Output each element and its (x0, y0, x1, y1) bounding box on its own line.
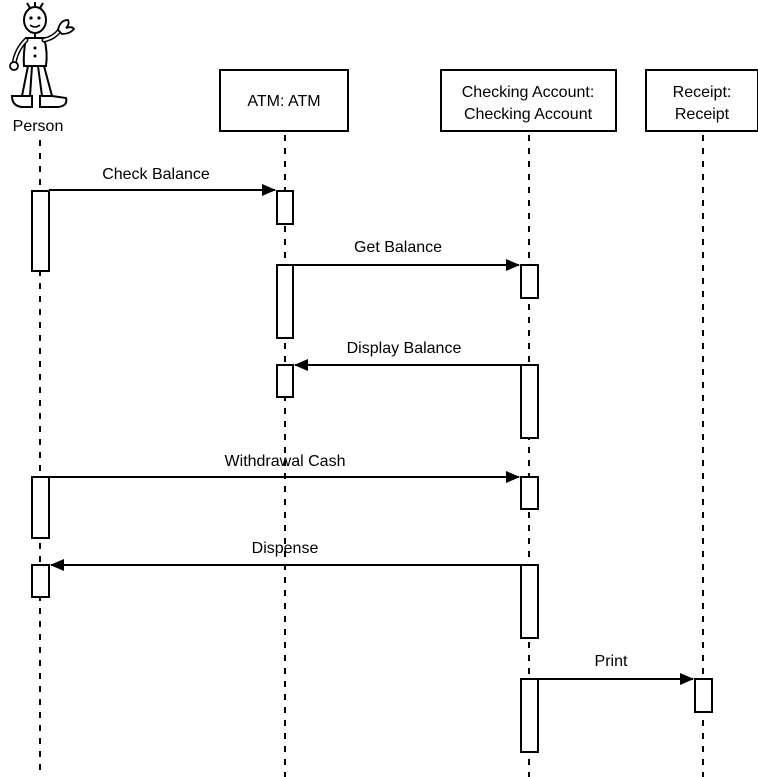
activation-receipt-1 (694, 678, 713, 713)
participant-checking-account: Checking Account: Checking Account (440, 69, 617, 132)
activation-atm-1 (276, 190, 294, 225)
activation-person-2 (31, 476, 50, 539)
message-get-balance: Get Balance (293, 239, 520, 271)
activation-checking-4 (520, 564, 539, 639)
stick-figure-person-icon (9, 2, 76, 108)
participant-box-atm (219, 69, 349, 132)
message-display-balance: Display Balance (294, 340, 521, 371)
activation-checking-1 (520, 264, 539, 299)
participant-box-receipt (645, 69, 758, 132)
message-label-get-balance: Get Balance (354, 239, 442, 256)
message-withdrawal-cash: Withdrawal Cash (49, 453, 520, 483)
participant-label-atm: ATM: ATM (247, 93, 320, 110)
message-label-check-balance: Check Balance (102, 166, 210, 183)
message-label-dispense: Dispense (252, 540, 319, 557)
message-label-display-balance: Display Balance (347, 340, 462, 357)
participant-receipt: Receipt: Receipt (645, 69, 758, 132)
participant-label-receipt-line1: Receipt: (673, 84, 732, 101)
actor-label-person: Person (13, 118, 64, 135)
activation-person-3 (31, 564, 50, 598)
activation-person-1 (31, 190, 50, 272)
participant-label-checking-account-line2: Checking Account (464, 106, 593, 123)
participant-atm: ATM: ATM (219, 69, 349, 132)
activation-checking-2 (520, 364, 539, 439)
participant-label-receipt-line2: Receipt (675, 106, 730, 123)
activation-atm-2 (276, 264, 294, 339)
activation-checking-3 (520, 476, 539, 510)
message-label-print: Print (595, 653, 628, 670)
activation-checking-5 (520, 678, 539, 753)
participant-label-checking-account-line1: Checking Account: (462, 84, 595, 101)
message-print: Print (538, 653, 694, 685)
activation-atm-3 (276, 364, 294, 398)
message-check-balance: Check Balance (49, 166, 276, 196)
message-label-withdrawal-cash: Withdrawal Cash (225, 453, 346, 470)
participant-box-checking-account (440, 69, 617, 132)
message-dispense: Dispense (50, 540, 521, 571)
